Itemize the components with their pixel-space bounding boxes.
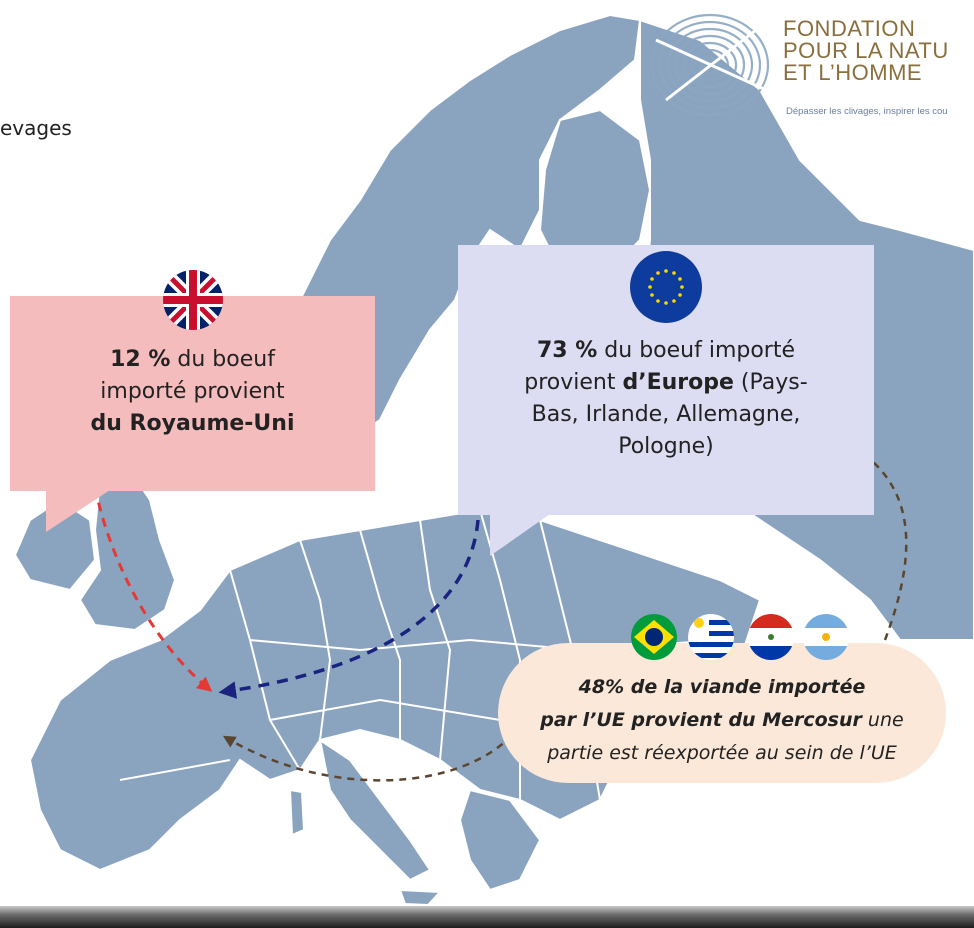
uk-flag-icon bbox=[163, 270, 223, 330]
logo-tagline: Dépasser les clivages, inspirer les cou bbox=[786, 106, 948, 117]
eu-callout-text: 73 % du boeuf importé provient d’Europe … bbox=[524, 338, 808, 459]
uk-percentage: 12 % bbox=[110, 347, 171, 372]
intro-text: evages bbox=[0, 116, 72, 140]
eu-box-tail bbox=[490, 514, 550, 556]
uk-callout: 12 % du boeuf importé provient du Royaum… bbox=[10, 270, 375, 491]
mercosur-flags bbox=[631, 614, 849, 660]
uruguay-flag-icon bbox=[688, 614, 734, 660]
uk-arrow bbox=[93, 486, 213, 692]
eu-flag-icon bbox=[630, 251, 702, 323]
brazil-flag-icon bbox=[631, 614, 677, 660]
fingerprint-logo-icon bbox=[650, 13, 770, 117]
mercosur-to-france-arrow bbox=[222, 734, 513, 782]
italy-shape bbox=[318, 737, 432, 882]
uk-callout-text: 12 % du boeuf importé provient du Royaum… bbox=[90, 347, 295, 436]
mercosur-to-eu-arrow bbox=[852, 446, 908, 641]
scandinavia-shape bbox=[298, 13, 642, 442]
mercosur-callout: 48% de la viande importée par l’UE provi… bbox=[498, 643, 946, 783]
eu-callout: 73 % du boeuf importé provient d’Europe … bbox=[458, 245, 874, 515]
balkans-shape bbox=[458, 788, 542, 892]
fondation-logo: FONDATION POUR LA NATU ET L’HOMME Dépass… bbox=[646, 10, 974, 120]
uk-box-tail bbox=[46, 490, 110, 532]
corsica-shape bbox=[288, 788, 306, 837]
country-borders bbox=[119, 509, 721, 801]
logo-title: FONDATION POUR LA NATU ET L’HOMME bbox=[783, 16, 949, 85]
mercosur-callout-text: 48% de la viande importée par l’UE provi… bbox=[540, 676, 904, 764]
sicily-shape bbox=[398, 888, 443, 907]
eu-arrow bbox=[218, 519, 480, 699]
argentina-flag-icon bbox=[803, 614, 849, 660]
paraguay-flag-icon bbox=[748, 614, 794, 660]
eu-percentage: 73 % bbox=[536, 338, 598, 363]
bottom-bar bbox=[0, 906, 974, 928]
